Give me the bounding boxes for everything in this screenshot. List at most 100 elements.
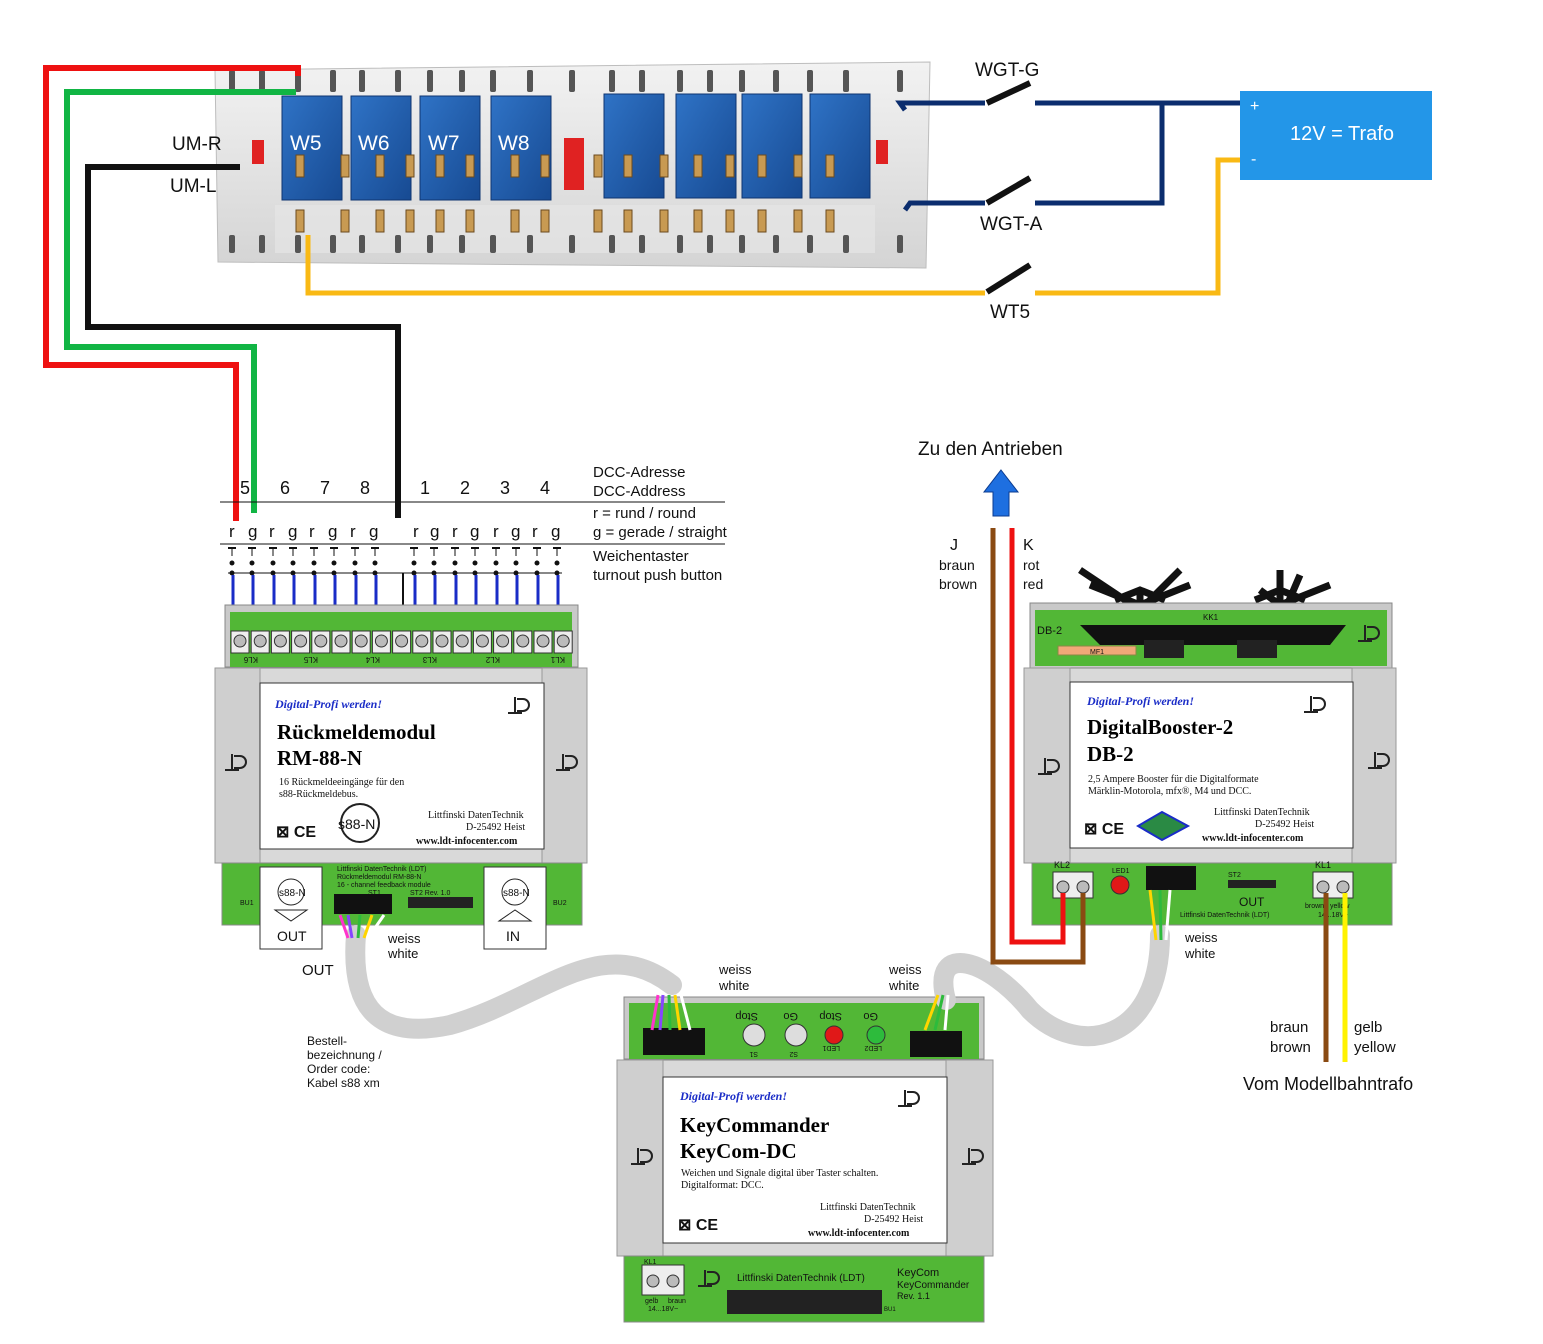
db2-ce-mark: ⊠ CE xyxy=(1084,821,1124,838)
rm88-terminal-label: KL2 xyxy=(485,655,500,664)
supply-yellow: yellow xyxy=(1354,1039,1396,1056)
db2-yellow: yellow xyxy=(1330,903,1350,910)
keycom-go1: Go xyxy=(783,1010,798,1022)
keycom-bu1: BU1 xyxy=(884,1307,896,1313)
address-number: 6 xyxy=(280,478,290,498)
rm88-pcb-text2: Rückmeldemodul RM-88-N xyxy=(337,874,421,881)
db2-volt: 14...18V~ xyxy=(1318,912,1348,919)
rm88-maker: Littfinski DatenTechnik xyxy=(428,810,524,821)
keycom-module: Stop Go Stop Go S1 S2 LED1 LED2 Digital-… xyxy=(616,996,994,1323)
resistor-row xyxy=(295,154,835,233)
relay-label-w6: W6 xyxy=(358,132,390,155)
rm88-st2: ST2 Rev. 1.0 xyxy=(410,890,450,897)
rg-letter: g xyxy=(551,522,560,541)
db2-mf1: MF1 xyxy=(1090,649,1104,656)
relay-2 xyxy=(350,95,412,201)
order-line2: bezeichnung / xyxy=(307,1048,382,1062)
rm88-in-label: IN xyxy=(506,928,520,944)
address-number: 4 xyxy=(540,478,550,498)
rm88-slogan: Digital-Profi werden! xyxy=(274,697,382,711)
address-number: 7 xyxy=(320,478,330,498)
rm88-ce-mark: ⊠ CE xyxy=(276,824,316,841)
db2-title2: DB-2 xyxy=(1087,742,1134,766)
rm88-badge: s88-N xyxy=(338,816,375,832)
rg-letter: r xyxy=(350,522,356,541)
db2-pcb-text: Littfinski DatenTechnik (LDT) xyxy=(1180,912,1269,919)
keycom-desc2: Digitalformat: DCC. xyxy=(681,1180,764,1191)
keycom-out-weiss: weiss xyxy=(888,962,922,977)
keycom-in-white: white xyxy=(718,978,749,993)
db2-cable-white: white xyxy=(1184,946,1215,961)
label-um-r: UM-R xyxy=(172,134,222,155)
keycom-pcb-text: Littfinski DatenTechnik (LDT) xyxy=(737,1273,865,1284)
rm88-terminal-label: KL1 xyxy=(550,655,565,664)
db2-cable-weiss: weiss xyxy=(1184,930,1218,945)
switch-label-wgt-a: WGT-A xyxy=(980,214,1043,235)
supply-gelb: gelb xyxy=(1354,1019,1382,1036)
trafo-plus: + xyxy=(1250,98,1259,115)
rg-letter: g xyxy=(430,522,439,541)
keycom-rev: Rev. 1.1 xyxy=(897,1291,930,1301)
rg-letter: r xyxy=(229,522,235,541)
relay-label-w7: W7 xyxy=(428,132,460,155)
db2-slogan: Digital-Profi werden! xyxy=(1086,694,1194,708)
relay-3 xyxy=(419,95,481,201)
db2-brown: brown xyxy=(1305,903,1324,910)
drives-arrow: Zu den Antrieben xyxy=(918,439,1063,517)
address-number: 5 xyxy=(240,478,250,498)
keycom-stop2: Stop xyxy=(819,1010,842,1022)
keycom-led1: LED1 xyxy=(822,1044,840,1051)
relay-4 xyxy=(490,95,552,201)
db2-rev: DB-2 xyxy=(1037,625,1062,637)
supply-braun: braun xyxy=(1270,1019,1308,1036)
order-line1: Bestell- xyxy=(307,1034,347,1048)
relay-6 xyxy=(675,93,737,199)
rm88-out-label: OUT xyxy=(277,928,307,944)
g-definition: g = gerade / straight xyxy=(593,524,728,541)
keycom-maker: Littfinski DatenTechnik xyxy=(820,1202,916,1213)
address-number: 2 xyxy=(460,478,470,498)
relay-7 xyxy=(741,93,803,199)
db2-led1: LED1 xyxy=(1112,868,1130,875)
s88-cables xyxy=(338,889,1172,1047)
db2-st2: ST2 xyxy=(1228,872,1241,879)
db2-kk1: KK1 xyxy=(1203,613,1219,622)
rm88-out-badge: s88-N xyxy=(279,888,306,899)
db2-maker: Littfinski DatenTechnik xyxy=(1214,807,1310,818)
rg-letter: g xyxy=(511,522,520,541)
keycom-volt: 14...18V~ xyxy=(648,1306,678,1313)
rm88-cable-white: white xyxy=(387,946,418,961)
rg-letter: g xyxy=(328,522,337,541)
rg-letter: r xyxy=(532,522,538,541)
annotation-labels: weiss white OUT Bestell- bezeichnung / O… xyxy=(302,537,1413,1094)
wire-k-label: K xyxy=(1023,537,1034,554)
wire-k-red: red xyxy=(1023,576,1043,592)
relay-1 xyxy=(281,95,343,201)
keycom-name2: KeyCommander xyxy=(897,1280,970,1291)
address-number: 8 xyxy=(360,478,370,498)
rm88-pcb-text1: Littfinski DatenTechnik (LDT) xyxy=(337,866,426,873)
db2-kl2: KL2 xyxy=(1054,860,1070,870)
db2-title1: DigitalBooster-2 xyxy=(1087,715,1233,739)
switch-label-wgt-g: WGT-G xyxy=(975,60,1039,81)
rm88-in-badge: s88-N xyxy=(503,888,530,899)
trafo-wiring: WGT-G WGT-A WT5 xyxy=(305,60,1240,323)
address-number: 3 xyxy=(500,478,510,498)
button-label-en: turnout push button xyxy=(593,567,722,584)
keycom-addr: D-25492 Heist xyxy=(864,1214,923,1225)
rm88-out-caption: OUT xyxy=(302,962,334,979)
db2-wires xyxy=(990,528,1348,1062)
rg-letter: r xyxy=(309,522,315,541)
db2-module: MF1 KK1 DB-2 Digital-Profi werden! Digit… xyxy=(1023,567,1397,926)
rg-letter: r xyxy=(413,522,419,541)
rm88-cable-weiss: weiss xyxy=(387,931,421,946)
relay-row xyxy=(281,93,871,201)
keycom-web: www.ldt-infocenter.com xyxy=(808,1228,910,1239)
rm88-terminal-label: KL6 xyxy=(243,655,258,664)
db2-desc2: Märklin-Motorola, mfx®, M4 und DCC. xyxy=(1088,786,1251,797)
rg-letter: g xyxy=(248,522,257,541)
rm88-terminal-label: KL4 xyxy=(365,655,380,664)
r-definition: r = rund / round xyxy=(593,505,696,522)
order-line4: Kabel s88 xm xyxy=(307,1076,380,1090)
board-pins xyxy=(229,70,903,253)
